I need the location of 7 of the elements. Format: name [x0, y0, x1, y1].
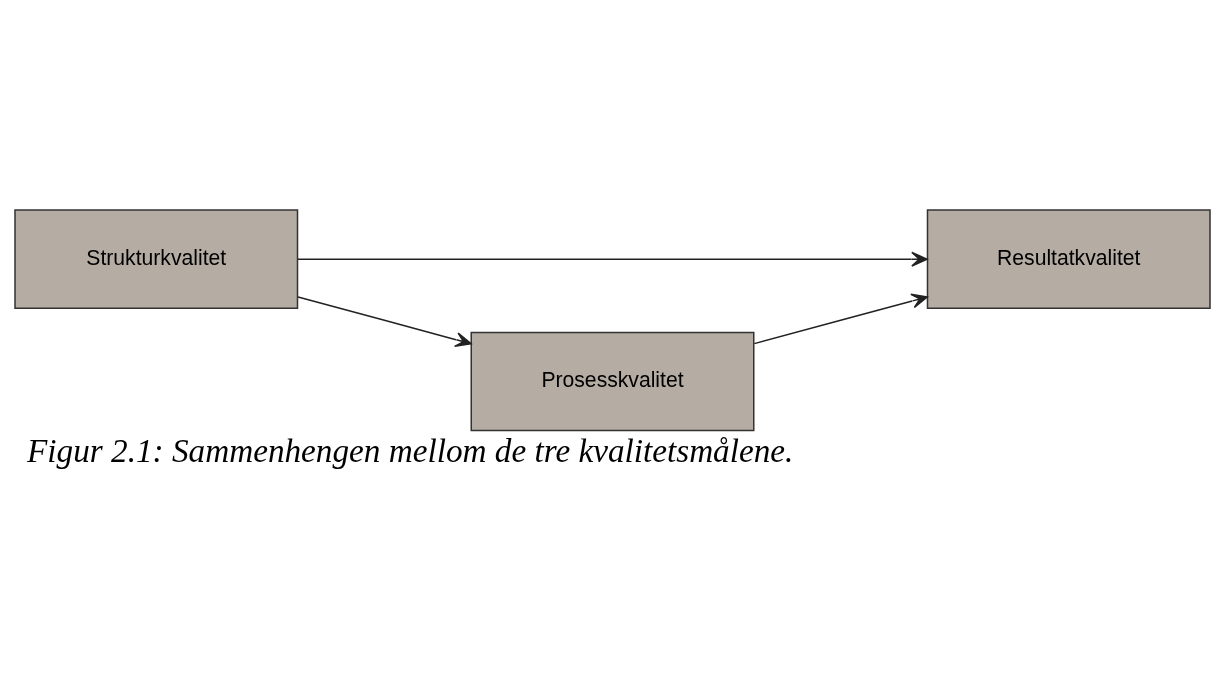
- caption: Figur 2.1: Sammenhengen mellom de tre kvalitetsmålene.: [27, 431, 794, 469]
- node-box: Prosesskvalitet: [470, 331, 755, 432]
- node-box: Resultatkvalitet: [926, 209, 1211, 309]
- arrow: [753, 293, 928, 345]
- node-box: Strukturkvalitet: [14, 209, 299, 309]
- arrow: [297, 251, 928, 267]
- arrow: [297, 296, 472, 348]
